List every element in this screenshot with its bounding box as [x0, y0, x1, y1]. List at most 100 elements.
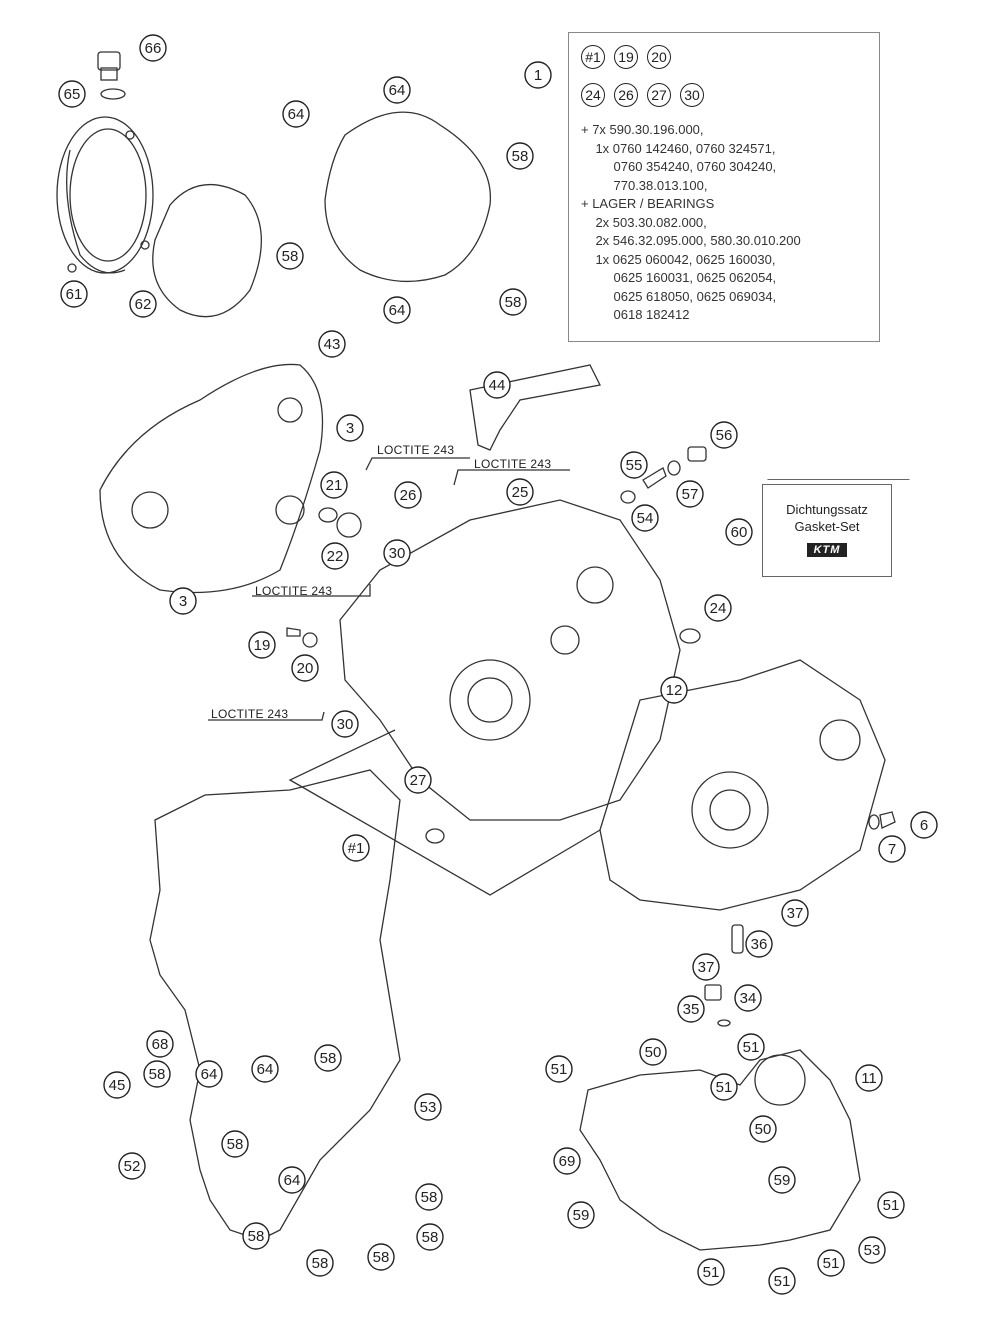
callout-bubble: 20 — [291, 654, 319, 682]
callout-bubble: 6 — [910, 811, 938, 839]
callout-label-text: 20 — [297, 660, 314, 677]
callout-label-text: 58 — [373, 1249, 390, 1266]
callout-label-text: 58 — [248, 1228, 265, 1245]
callout-label-text: 56 — [716, 427, 733, 444]
callout-label-text: 64 — [201, 1066, 218, 1083]
callout-bubble: 64 — [251, 1055, 279, 1083]
callout-bubble: 26 — [394, 481, 422, 509]
callout-label-text: 1 — [534, 67, 542, 84]
callout-bubble: 58 — [276, 242, 304, 270]
callout-label-text: 50 — [755, 1121, 772, 1138]
callout-bubble: #1 — [342, 834, 370, 862]
callout-bubble: 51 — [877, 1191, 905, 1219]
callout-bubble: 68 — [146, 1030, 174, 1058]
callout-label-text: 65 — [64, 86, 81, 103]
clutch-cover-drawing — [56, 116, 154, 274]
callout-bubble: 58 — [314, 1044, 342, 1072]
callout-label-text: 58 — [421, 1189, 438, 1206]
callout-bubble: 43 — [318, 330, 346, 358]
callout-label-text: 3 — [346, 420, 354, 437]
callout-bubble: 30 — [331, 710, 359, 738]
callout-label-text: 51 — [703, 1264, 720, 1281]
callout-bubble: 62 — [129, 290, 157, 318]
callout-bubble: 22 — [321, 542, 349, 570]
callout-label-text: 55 — [626, 457, 643, 474]
callout-label-text: 24 — [710, 600, 727, 617]
loctite-label: LOCTITE 243 — [377, 443, 455, 457]
callout-label-text: 58 — [512, 148, 529, 165]
callout-label-text: 57 — [682, 486, 699, 503]
callout-bubble: 51 — [768, 1267, 796, 1295]
callout-label-text: 64 — [284, 1172, 301, 1189]
callout-bubble: 50 — [639, 1038, 667, 1066]
callout-label-text: 25 — [512, 484, 529, 501]
callout-bubble: 35 — [677, 995, 705, 1023]
callout-bubble: 64 — [383, 296, 411, 324]
callout-label-text: 66 — [145, 40, 162, 57]
callout-bubble: 69 — [553, 1147, 581, 1175]
gasket-set-line-1: Dichtungssatz — [786, 502, 868, 517]
info-bubbles-row-2: 24 26 27 30 — [581, 83, 704, 107]
callout-bubble: 51 — [710, 1073, 738, 1101]
callout-label-text: 58 — [505, 294, 522, 311]
callout-label-text: 60 — [731, 524, 748, 541]
callout-bubble: 54 — [631, 504, 659, 532]
callout-label-text: 69 — [559, 1153, 576, 1170]
engine-cover-drawing — [99, 363, 324, 594]
gasket-set-box: Dichtungssatz Gasket-Set KTM — [762, 484, 892, 577]
callout-label-text: 58 — [422, 1229, 439, 1246]
callout-bubble: 36 — [745, 930, 773, 958]
loctite-label: LOCTITE 243 — [255, 584, 333, 598]
callout-bubble: 37 — [781, 899, 809, 927]
callout-bubble: 53 — [858, 1236, 886, 1264]
callout-label-text: 22 — [327, 548, 344, 565]
callout-label-text: 51 — [551, 1061, 568, 1078]
callout-bubble: 58 — [415, 1183, 443, 1211]
callout-bubble: 11 — [855, 1064, 883, 1092]
info-bubble: 20 — [647, 45, 671, 69]
info-bubble: #1 — [581, 45, 605, 69]
callout-bubble: 3 — [169, 587, 197, 615]
callout-label-text: 7 — [888, 841, 896, 858]
callout-bubble: 58 — [506, 142, 534, 170]
clutch-cover-gasket-drawing — [152, 183, 263, 318]
callout-label-text: 26 — [400, 487, 417, 504]
gasket-set-line-2: Gasket-Set — [794, 519, 860, 534]
callout-label-text: 19 — [254, 637, 271, 654]
callout-bubble: 66 — [139, 34, 167, 62]
callout-label-text: 58 — [320, 1050, 337, 1067]
callout-bubble: 59 — [768, 1166, 796, 1194]
callout-bubble: 59 — [567, 1201, 595, 1229]
callout-label-text: 44 — [489, 377, 506, 394]
callout-bubble: 51 — [545, 1055, 573, 1083]
callout-label-text: 34 — [740, 990, 757, 1007]
bracket-drawing — [469, 364, 601, 451]
callout-bubble: 58 — [221, 1130, 249, 1158]
callout-bubble: 65 — [58, 80, 86, 108]
callout-label-text: 35 — [683, 1001, 700, 1018]
callout-bubble: 21 — [320, 471, 348, 499]
callout-bubble: 57 — [676, 480, 704, 508]
info-bubbles-row-1: #1 19 20 — [581, 45, 671, 69]
callout-label-text: 12 — [666, 682, 683, 699]
callout-label-text: 43 — [324, 336, 341, 353]
callout-bubble: 56 — [710, 421, 738, 449]
callout-bubble: 64 — [278, 1166, 306, 1194]
callout-label-text: 11 — [861, 1070, 877, 1087]
callout-label-text: 68 — [152, 1036, 169, 1053]
callout-label-text: 53 — [864, 1242, 881, 1259]
callout-label-text: 64 — [288, 106, 305, 123]
info-bubble: 19 — [614, 45, 638, 69]
callout-bubble: 64 — [282, 100, 310, 128]
bottom-left-gasket-drawing — [149, 769, 401, 1241]
callout-label-text: 21 — [326, 477, 343, 494]
callout-label-text: 3 — [179, 593, 187, 610]
callout-bubble: 1 — [524, 61, 552, 89]
callout-bubble: 7 — [878, 835, 906, 863]
callout-bubble: 58 — [367, 1243, 395, 1271]
info-bubble: 30 — [680, 83, 704, 107]
callout-bubble: 52 — [118, 1152, 146, 1180]
callout-bubble: 64 — [383, 76, 411, 104]
callout-bubble: 64 — [195, 1060, 223, 1088]
callout-bubble: 30 — [383, 539, 411, 567]
